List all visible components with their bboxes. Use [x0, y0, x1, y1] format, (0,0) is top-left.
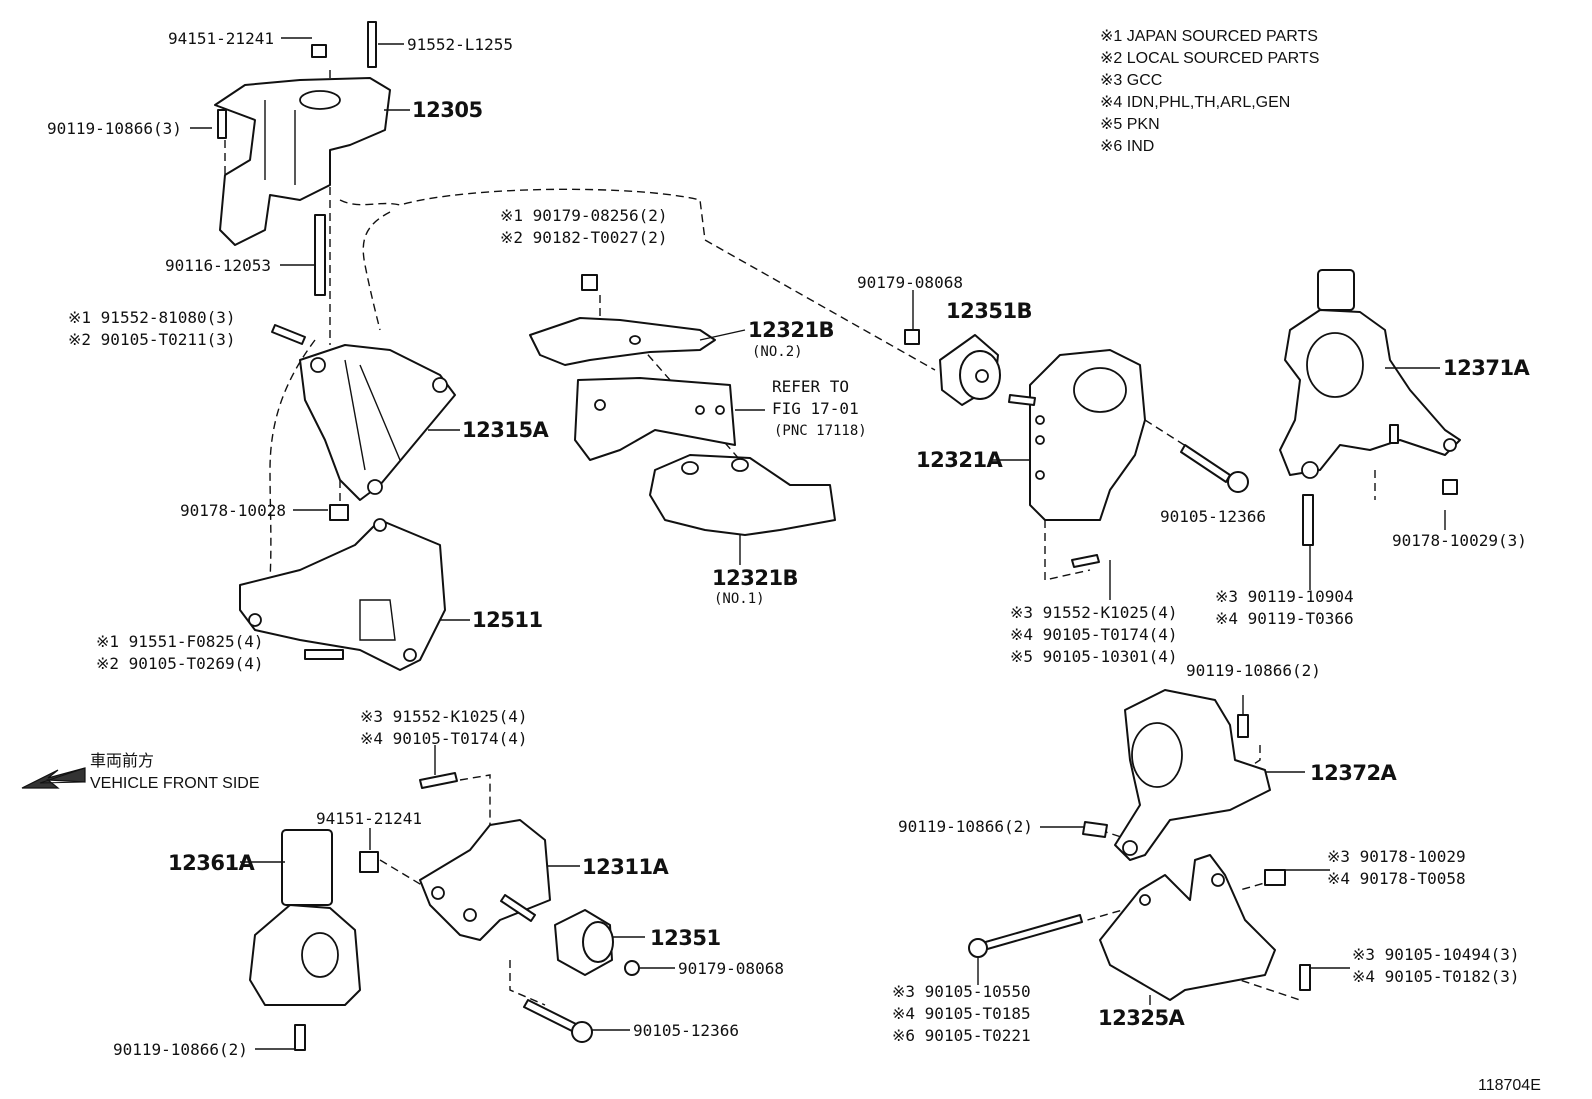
heat-insulator-12321B-no2-drawing	[529, 274, 716, 366]
label-91552-L1255: 91552-L1255	[407, 35, 513, 54]
bushing-12351B-drawing	[904, 329, 1001, 406]
label-90105-12366-low: 90105-12366	[633, 1021, 739, 1040]
bracket-12321A-drawing	[1008, 349, 1249, 568]
label-12321A: 12321A	[916, 448, 1004, 472]
sourcing-notes: ※1 JAPAN SOURCED PARTS ※2 LOCAL SOURCED …	[1100, 28, 1319, 155]
label-91552-K1025-mid: ※3 91552-K1025(4)	[1010, 603, 1178, 622]
label-refer-line3: (PNC 17118)	[774, 423, 867, 439]
label-12372A: 12372A	[1310, 761, 1398, 785]
engine-mount-12305-drawing	[214, 21, 391, 296]
note-5: ※5 PKN	[1100, 116, 1160, 133]
engine-mount-12361A-drawing	[249, 829, 361, 1051]
label-90105-12366-right: 90105-12366	[1160, 507, 1266, 526]
bracket-12511-drawing	[239, 518, 446, 671]
engine-mount-12372A-drawing	[1082, 689, 1271, 861]
label-90119-10904: ※3 90119-10904	[1215, 587, 1354, 606]
label-91552-K1025-low: ※3 91552-K1025(4)	[360, 707, 528, 726]
note-2: ※2 LOCAL SOURCED PARTS	[1100, 50, 1319, 67]
label-refer-line1: REFER TO	[772, 377, 849, 396]
label-90105-T0174-low: ※4 90105-T0174(4)	[360, 729, 528, 748]
label-12371A: 12371A	[1443, 356, 1531, 380]
label-94151-21241-top: 94151-21241	[168, 29, 274, 48]
label-90178-10029-3: 90178-10029(3)	[1392, 531, 1527, 550]
bracket-12311A-drawing	[359, 772, 551, 941]
label-90119-10866-3: 90119-10866(3)	[47, 119, 182, 138]
label-90179-08068-low: 90179-08068	[678, 959, 784, 978]
label-90119-10866-2-mid: 90119-10866(2)	[898, 817, 1033, 836]
label-90105-T0269: ※2 90105-T0269(4)	[96, 654, 264, 673]
label-90105-T0185: ※4 90105-T0185	[892, 1004, 1031, 1023]
bracket-12315A-drawing	[271, 324, 456, 521]
note-4: ※4 IDN,PHL,TH,ARL,GEN	[1100, 94, 1290, 111]
label-90116-12053: 90116-12053	[165, 256, 271, 275]
bushing-12351-drawing	[523, 909, 640, 1043]
label-91551-F0825: ※1 91551-F0825(4)	[96, 632, 264, 651]
label-90105-T0174-mid: ※4 90105-T0174(4)	[1010, 625, 1178, 644]
label-12351: 12351	[650, 926, 721, 950]
label-90119-10866-2-low: 90119-10866(2)	[113, 1040, 248, 1059]
label-90182-T0027: ※2 90182-T0027(2)	[500, 228, 668, 247]
label-12321B-no2-sub: (NO.2)	[752, 344, 803, 360]
label-12305: 12305	[412, 98, 483, 122]
label-91552-81080: ※1 91552-81080(3)	[68, 308, 236, 327]
label-12311A: 12311A	[582, 855, 670, 879]
label-90105-10301: ※5 90105-10301(4)	[1010, 647, 1178, 666]
label-90119-T0366: ※4 90119-T0366	[1215, 609, 1354, 628]
bracket-12325A-drawing	[968, 854, 1311, 1001]
label-12351B: 12351B	[946, 299, 1032, 323]
label-12321B-no1-sub: (NO.1)	[714, 591, 765, 607]
label-refer-line2: FIG 17-01	[772, 399, 859, 418]
label-90178-T0058: ※4 90178-T0058	[1327, 869, 1466, 888]
heat-insulator-12321B-no1-drawing	[649, 454, 836, 536]
direction-label-en: VEHICLE FRONT SIDE	[90, 775, 260, 792]
note-3: ※3 GCC	[1100, 72, 1162, 89]
label-12325A: 12325A	[1098, 1006, 1186, 1030]
label-90105-T0221: ※6 90105-T0221	[892, 1026, 1031, 1045]
label-90179-08256: ※1 90179-08256(2)	[500, 206, 668, 225]
engine-mount-12371A-drawing	[1279, 269, 1461, 546]
leader-lines	[190, 37, 1446, 1050]
note-1: ※1 JAPAN SOURCED PARTS	[1100, 28, 1318, 45]
label-90105-T0211: ※2 90105-T0211(3)	[68, 330, 236, 349]
vehicle-front-arrow	[21, 767, 86, 789]
label-90119-10866-2-right: 90119-10866(2)	[1186, 661, 1321, 680]
bracket-refer-fig-drawing	[574, 377, 736, 461]
part-number-labels: 94151-21241 91552-L1255 12305 90119-1086…	[47, 29, 1541, 1094]
label-90178-10029: ※3 90178-10029	[1327, 847, 1466, 866]
label-90178-10028: 90178-10028	[180, 501, 286, 520]
label-12511: 12511	[472, 608, 543, 632]
figure-id: 118704E	[1478, 1077, 1541, 1094]
label-90105-10494: ※3 90105-10494(3)	[1352, 945, 1520, 964]
direction-label-jp: 車両前方	[90, 752, 154, 770]
note-6: ※6 IND	[1100, 138, 1154, 155]
label-12361A: 12361A	[168, 851, 256, 875]
label-12321B-no2: 12321B	[748, 318, 834, 342]
label-94151-21241-low: 94151-21241	[316, 809, 422, 828]
label-90179-08068-top: 90179-08068	[857, 273, 963, 292]
label-90105-T0182: ※4 90105-T0182(3)	[1352, 967, 1520, 986]
label-12315A: 12315A	[462, 418, 550, 442]
label-90105-10550: ※3 90105-10550	[892, 982, 1031, 1001]
label-12321B-no1: 12321B	[712, 566, 798, 590]
